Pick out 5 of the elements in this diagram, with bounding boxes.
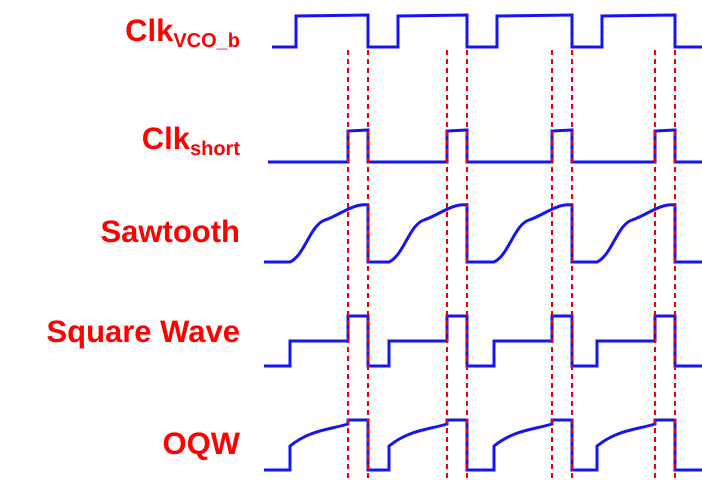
signal-label: Clk$_{short}$ [142,123,240,159]
signal-label: Clk$_{VCO_b}$ [125,15,240,51]
signal-label: Sawtooth [100,216,240,247]
signal-label: OQW [162,428,240,459]
signal-label: Square Wave [46,316,240,347]
